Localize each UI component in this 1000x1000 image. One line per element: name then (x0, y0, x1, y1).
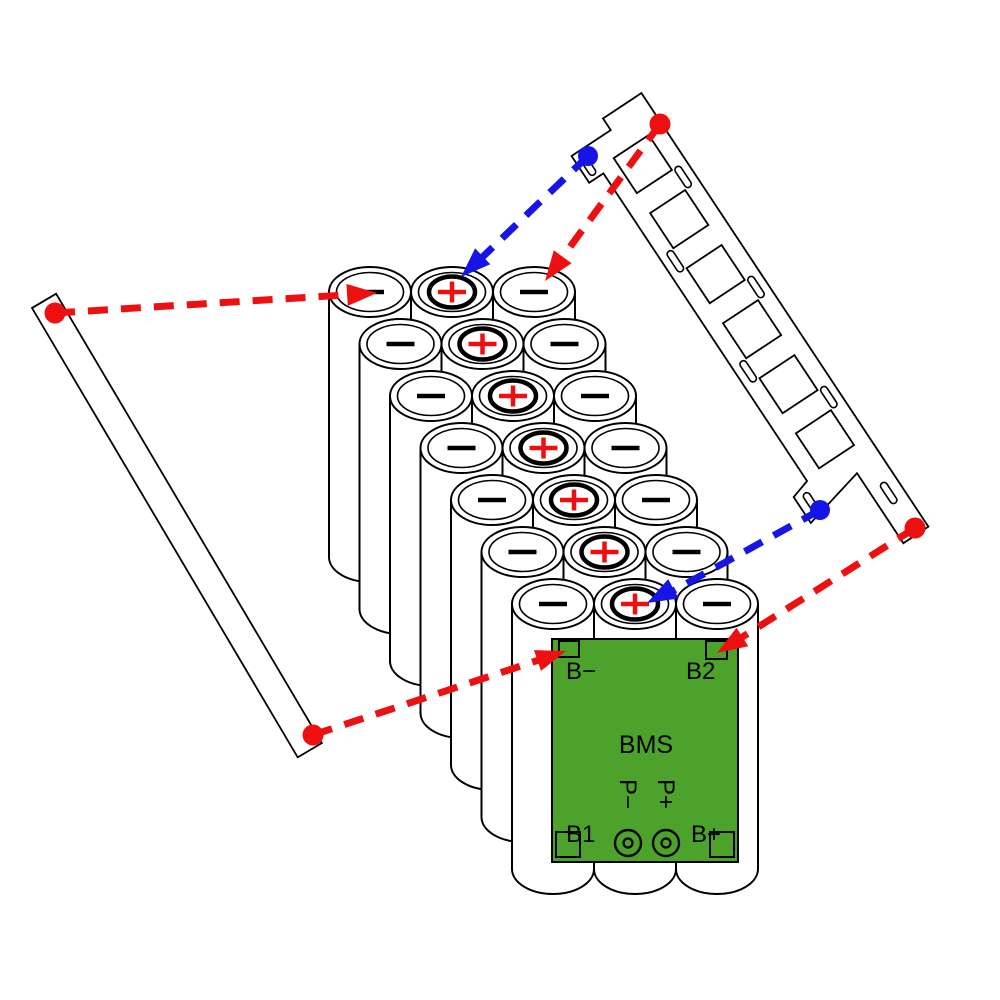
label-p-minus: P− (614, 779, 641, 809)
bms-pad-p-minus (613, 828, 643, 858)
weld-dot-left-strip-bottom (302, 724, 324, 746)
arrowhead-bms-b2 (717, 627, 749, 653)
cell-rim (366, 323, 435, 365)
arrow-right-strip-to-row1-plus (477, 153, 591, 263)
positive-terminal-ring (548, 482, 600, 518)
weld-dot-right-strip-bottom (904, 517, 926, 539)
cell-rim (560, 375, 630, 417)
label-b2: B2 (686, 658, 715, 685)
plus-symbol-icon (438, 281, 466, 303)
positive-terminal-ring (579, 534, 630, 570)
cell-rim (652, 531, 721, 573)
label-b-plus: B+ (691, 821, 721, 848)
bms-pad-b-plus (709, 831, 735, 858)
cell-rim (427, 427, 496, 469)
arrowhead-row7-center-plus (647, 579, 679, 603)
arrow-heads (346, 248, 749, 671)
plus-symbol-icon (529, 437, 558, 459)
plus-symbol-icon (468, 333, 497, 355)
positive-terminal-ring (609, 586, 661, 622)
cell-rim (600, 583, 670, 625)
plus-symbol-icon (590, 541, 619, 563)
strip-square-hole (794, 408, 856, 470)
strip-slot (879, 481, 898, 505)
strip-slot (819, 385, 838, 409)
cell-rim (478, 375, 548, 417)
arrowhead-bms-b-minus (534, 650, 566, 671)
bms-board: B− B2 BMS B1 B+ P− P+ (551, 638, 739, 863)
strip-square-hole (612, 133, 674, 195)
cell-rim (335, 271, 405, 313)
arrowhead-row1-right-minus (545, 250, 572, 281)
connection-arrows (54, 121, 917, 739)
cell-rim (509, 427, 578, 469)
cell-rim (417, 271, 487, 313)
arrow-right-strip-to-row7-plus (672, 506, 822, 594)
cell-rim (499, 271, 569, 313)
strip-slot (666, 249, 685, 273)
weld-points (44, 113, 926, 746)
arrow-left-strip-to-row1-minus (54, 291, 353, 317)
plus-symbol-icon (499, 385, 527, 407)
positive-terminal-ring (426, 274, 478, 310)
label-b1: B1 (566, 821, 595, 848)
cell-rim (530, 323, 599, 365)
cell-rim (682, 583, 752, 625)
positive-terminal-ring (518, 430, 569, 466)
cell-rim (570, 531, 639, 573)
strip-square-hole (685, 243, 747, 305)
cell-rim (448, 323, 517, 365)
arrow-left-strip-to-bms-b-minus (311, 655, 543, 739)
strip-slot (746, 275, 765, 299)
cell-rim (621, 479, 691, 521)
arrowhead-row1-left-minus (346, 283, 377, 306)
strip-square-hole (758, 353, 819, 415)
strip-slot (674, 165, 693, 189)
strip-square-hole (721, 298, 783, 360)
right-nickel-strip (570, 91, 930, 545)
cell-rim (396, 375, 466, 417)
weld-dot-left-strip-top (44, 302, 66, 324)
left-nickel-strip-body (30, 292, 324, 759)
arrowhead-row1-center-plus (461, 248, 491, 277)
bms-pad-p-minus-hole (622, 837, 634, 849)
bms-pad-b-minus (558, 640, 580, 658)
bms-pad-b1 (555, 831, 581, 858)
label-b-minus: B− (566, 658, 596, 685)
bms-board-body (551, 638, 739, 863)
arrow-right-strip-to-bms-b2 (737, 525, 917, 643)
strip-slot (739, 359, 758, 383)
weld-dot-right-strip-upper-blue (578, 146, 598, 166)
bms-pad-p-plus (651, 828, 681, 858)
cell-rim (457, 479, 527, 521)
weld-dot-right-strip-lower-blue (810, 500, 830, 520)
weld-dot-right-strip-top (649, 113, 671, 135)
arrow-right-strip-to-row1-minus (557, 121, 663, 263)
positive-terminal-ring (457, 326, 508, 362)
positive-terminal-ring (487, 378, 539, 414)
strip-square-hole (648, 188, 710, 250)
cell-rim (488, 531, 557, 573)
bms-pad-p-plus-hole (660, 837, 672, 849)
label-bms: BMS (619, 731, 673, 759)
plus-symbol-icon (621, 593, 649, 615)
plus-symbol-icon (560, 489, 588, 511)
cell-rim (539, 479, 609, 521)
label-p-plus: P+ (652, 779, 679, 809)
left-nickel-strip (30, 292, 324, 759)
cell-rim (518, 583, 588, 625)
cell-rim (591, 427, 660, 469)
